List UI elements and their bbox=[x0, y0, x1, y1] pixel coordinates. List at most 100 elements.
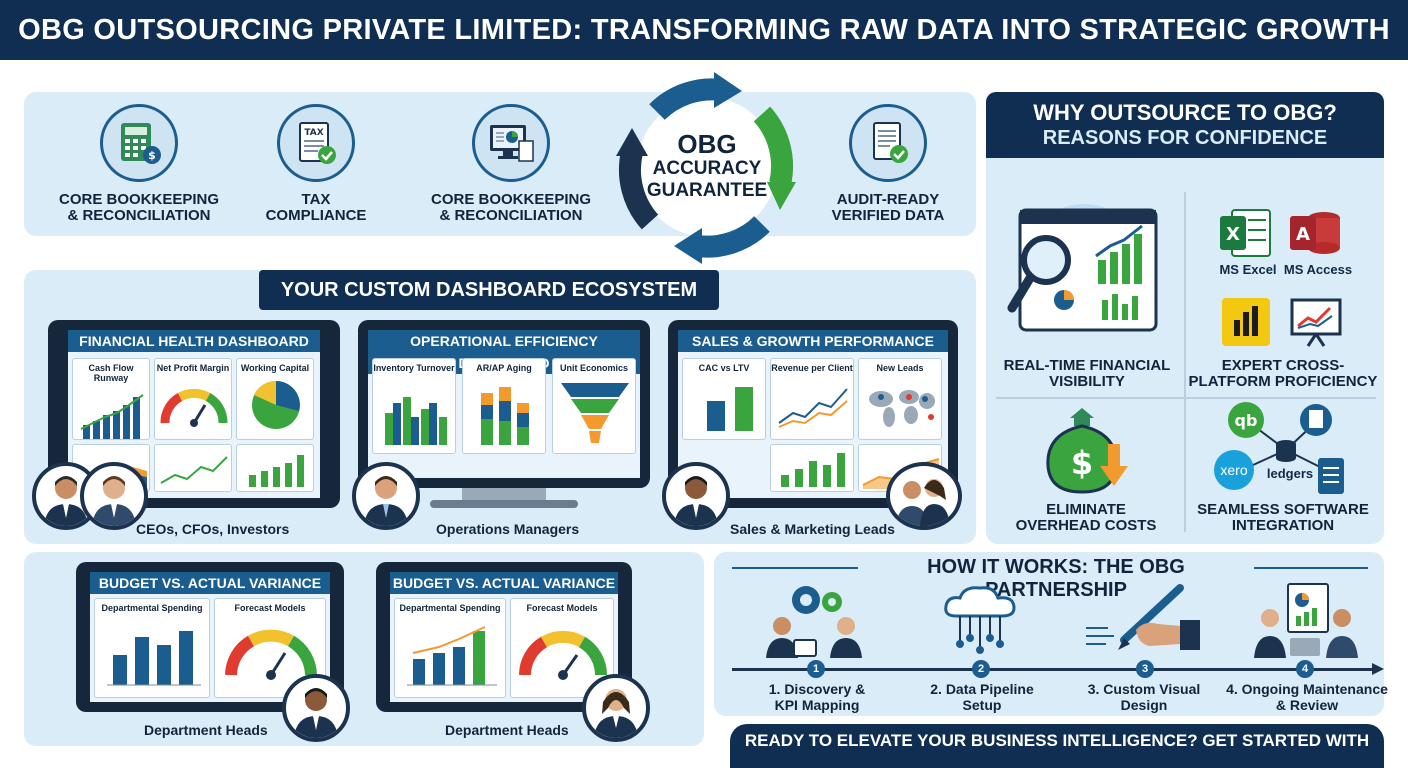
pie-chart-icon bbox=[252, 380, 300, 429]
new-leads-tile: New Leads bbox=[858, 358, 942, 440]
timeline-line bbox=[732, 668, 1374, 671]
step-marker: 1 bbox=[807, 660, 825, 678]
sales-lead-icon bbox=[674, 476, 718, 526]
cycle-arrows-icon bbox=[616, 72, 796, 264]
service-label: TAX COMPLIANCE bbox=[265, 191, 367, 224]
computer-report-icon bbox=[472, 104, 550, 182]
funnel-icon bbox=[561, 383, 629, 443]
operational-efficiency-monitor: OPERATIONAL EFFICIENCY DASHBOARD Invento… bbox=[358, 320, 650, 488]
avatar bbox=[80, 462, 148, 530]
ar-ap-aging-tile: AR/AP Aging bbox=[462, 358, 546, 454]
service-bookkeeping: $ CORE BOOKKEEPING & RECONCILIATION bbox=[56, 104, 222, 224]
department-head-icon bbox=[294, 688, 338, 738]
gauge-icon bbox=[225, 629, 317, 680]
cash-flow-tile: Cash Flow Runway bbox=[72, 358, 150, 440]
svg-text:A: A bbox=[1296, 224, 1310, 245]
get-started-button[interactable]: READY TO ELEVATE YOUR BUSINESS INTELLIGE… bbox=[730, 724, 1384, 768]
line-chart-icon bbox=[778, 388, 848, 428]
access-label: MS Access bbox=[1283, 262, 1353, 277]
avatar bbox=[282, 674, 350, 742]
guarantee-line-1: OBG bbox=[677, 129, 737, 159]
svg-text:TAX: TAX bbox=[304, 128, 323, 138]
working-capital-tile: Working Capital bbox=[236, 358, 314, 440]
line-chart-icon bbox=[160, 456, 228, 484]
monitor-stand bbox=[462, 488, 546, 502]
gauge-icon bbox=[518, 630, 608, 680]
how-it-works-panel bbox=[714, 552, 1384, 716]
audience-label: Department Heads bbox=[445, 722, 569, 738]
dashboard-title: FINANCIAL HEALTH DASHBOARD bbox=[68, 330, 320, 352]
manager-icon bbox=[364, 476, 408, 526]
how-title: HOW IT WORKS: THE OBG PARTNERSHIP bbox=[927, 556, 1185, 601]
gauge-icon bbox=[160, 388, 228, 427]
department-head-icon bbox=[594, 689, 638, 738]
real-time-visibility-icon bbox=[1006, 200, 1164, 336]
stacked-bar-icon bbox=[481, 387, 529, 445]
avatar bbox=[886, 462, 962, 530]
page-title: OBG OUTSOURCING PRIVATE LIMITED: TRANSFO… bbox=[0, 0, 1408, 60]
data-pipeline-icon bbox=[936, 582, 1026, 658]
svg-text:$: $ bbox=[1071, 444, 1093, 482]
cac-ltv-tile: CAC vs LTV bbox=[682, 358, 766, 440]
bar-chart-icon bbox=[107, 631, 201, 686]
variance-title: BUDGET VS. ACTUAL VARIANCE bbox=[90, 572, 330, 594]
audience-label: CEOs, CFOs, Investors bbox=[136, 521, 290, 537]
avatar bbox=[662, 462, 730, 530]
avatar bbox=[582, 674, 650, 742]
excel-label: MS Excel bbox=[1219, 262, 1277, 277]
accuracy-guarantee-cycle: OBG ACCURACY GUARANTEE bbox=[602, 64, 812, 270]
departmental-spending-tile: Departmental Spending bbox=[94, 598, 210, 698]
why-item-label: REAL-TIME FINANCIAL VISIBILITY bbox=[1003, 357, 1171, 390]
monitor-base bbox=[430, 500, 578, 508]
why-divider-v bbox=[1184, 192, 1186, 532]
calculator-icon: $ bbox=[100, 104, 178, 182]
service-tax: TAX TAX COMPLIANCE bbox=[260, 104, 372, 224]
revenue-per-client-tile: Revenue per Client bbox=[770, 358, 854, 440]
discovery-icon bbox=[760, 582, 870, 658]
ledgers-label: ledgers bbox=[1266, 466, 1314, 481]
why-header: WHY OUTSOURCE TO OBG? REASONS FOR CONFID… bbox=[986, 92, 1384, 158]
why-item-label: ELIMINATE OVERHEAD COSTS bbox=[1015, 501, 1157, 534]
bar-chart-icon bbox=[407, 626, 497, 686]
money-bag-icon: $ bbox=[1036, 404, 1136, 496]
executive-icon bbox=[44, 476, 88, 526]
why-subtitle: REASONS FOR CONFIDENCE bbox=[1042, 127, 1328, 149]
bar-chart-icon bbox=[781, 453, 845, 487]
custom-design-icon bbox=[1084, 580, 1200, 660]
step-label: 1. Discovery & KPI Mapping bbox=[768, 681, 866, 713]
timeline-arrow-icon bbox=[1372, 663, 1384, 675]
excel-icon: X bbox=[1218, 208, 1274, 258]
bar-chart-icon bbox=[707, 387, 753, 431]
why-item-label: SEAMLESS SOFTWARE INTEGRATION bbox=[1197, 501, 1369, 534]
service-label: CORE BOOKKEEPING & RECONCILIATION bbox=[430, 191, 592, 224]
how-rule-left bbox=[732, 567, 858, 569]
service-label: CORE BOOKKEEPING & RECONCILIATION bbox=[58, 191, 220, 224]
svg-text:qb: qb bbox=[1235, 411, 1258, 430]
guarantee-line-3: GUARANTEE bbox=[646, 180, 768, 201]
team-icon bbox=[896, 479, 950, 526]
how-rule-right bbox=[1254, 567, 1368, 569]
step-label: 4. Ongoing Maintenance & Review bbox=[1226, 681, 1388, 713]
unit-economics-tile: Unit Economics bbox=[552, 358, 636, 454]
dashboard-title: SALES & GROWTH PERFORMANCE bbox=[678, 330, 948, 352]
audience-label: Operations Managers bbox=[436, 521, 580, 537]
why-title: WHY OUTSOURCE TO OBG? bbox=[1033, 100, 1337, 125]
svg-text:X: X bbox=[1226, 224, 1240, 245]
step-marker: 4 bbox=[1296, 660, 1314, 678]
tax-form-icon: TAX bbox=[277, 104, 355, 182]
verified-document-icon bbox=[849, 104, 927, 182]
step-label: 2. Data Pipeline Setup bbox=[930, 681, 1034, 713]
why-divider-h bbox=[996, 397, 1376, 399]
net-profit-tile: Net Profit Margin bbox=[154, 358, 232, 440]
audience-label: Sales & Marketing Leads bbox=[730, 521, 895, 537]
why-item-label: EXPERT CROSS-PLATFORM PROFICIENCY bbox=[1188, 357, 1378, 390]
maintenance-review-icon bbox=[1250, 582, 1360, 658]
bar-chart-icon bbox=[385, 397, 447, 445]
step-marker: 2 bbox=[972, 660, 990, 678]
audience-label: Department Heads bbox=[144, 722, 268, 738]
step-label: 3. Custom Visual Design bbox=[1087, 681, 1201, 713]
service-audit: AUDIT-READY VERIFIED DATA bbox=[818, 104, 958, 224]
xero-label: xero bbox=[1220, 462, 1248, 478]
variance-title: BUDGET VS. ACTUAL VARIANCE bbox=[390, 572, 618, 594]
avatar bbox=[352, 462, 420, 530]
